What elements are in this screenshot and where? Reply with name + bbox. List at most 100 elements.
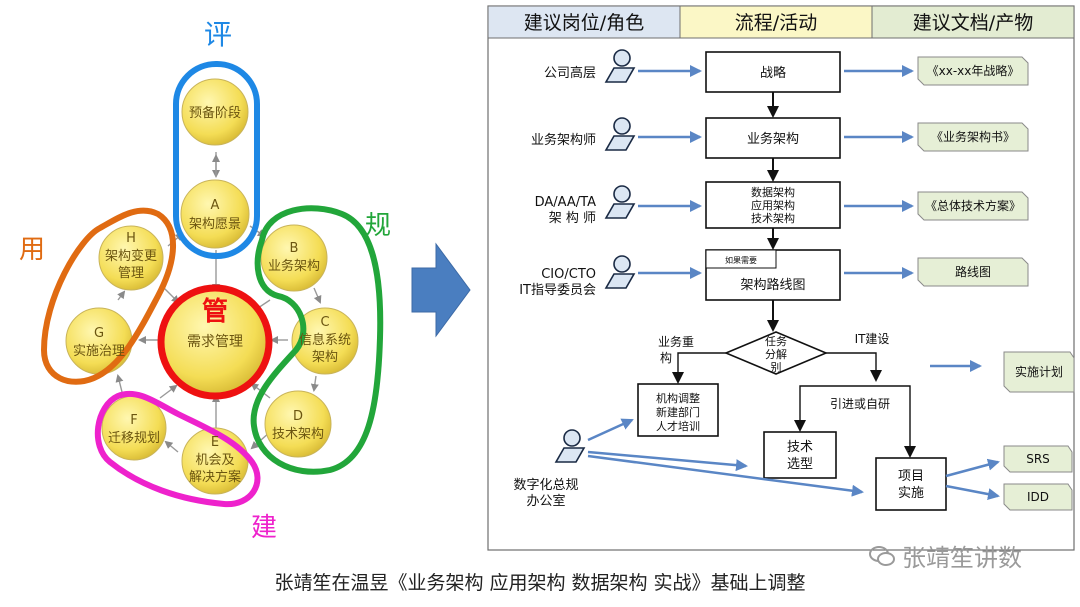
watermark: 张靖笙讲数 [868,538,1022,573]
doc-impl-plan-shape [1003,351,1075,393]
header-docs: 建议文档/产物 [913,12,1033,34]
phase-b-label: 业务架构 [268,258,320,274]
arrow-h-center [163,287,180,304]
header-docs-cell [871,5,1075,39]
tech-line2: 选型 [787,457,813,472]
person-icon [604,117,636,151]
arrow-f-g [115,374,124,393]
org-line3: 人才培训 [656,419,700,433]
process-app-arch: 应用架构 [751,198,795,212]
org-line1: 机构调整 [656,391,700,405]
process-arch-box [705,181,841,229]
project-arrow [876,385,916,458]
phase-e-label-line2: 解决方案 [189,469,241,485]
arrow-f-center [159,384,178,399]
phase-prelim-label: 预备阶段 [189,105,241,121]
process-strategy-box [705,51,841,93]
office-org-arrow [587,418,634,442]
phase-e-label-line1: 机会及 [195,453,234,468]
process-tech-box [763,431,837,479]
role-executives: 公司高层 [544,65,596,81]
role-da-aa-ta-line1: DA/AA/TA [535,195,597,210]
doc-idd: IDD [1027,490,1049,504]
phase-e-letter: E [211,435,219,450]
decision-line1: 任务 [765,335,787,348]
process-project-box [875,457,947,511]
branch-left-line2: 构 [660,350,672,365]
person-icon [604,49,636,83]
project-srs-arrow [945,458,1000,478]
process-strategy: 战略 [760,65,786,81]
use-loop [40,207,176,385]
doc-srs-shape [1003,445,1073,473]
phase-f-letter: F [130,413,137,428]
phase-d-circle [264,390,332,458]
arrow-e-f [164,440,179,453]
process-if-needed: 如果需要 [725,255,757,265]
header-roles-cell [487,5,681,39]
role-da-aa-ta-line2: 架 构 师 [549,211,596,226]
phase-h-label-line2: 管理 [118,266,144,281]
doc-business-shape [917,122,1029,152]
phase-h-circle [98,225,164,291]
phase-a-label: 架构愿景 [189,217,241,232]
flow-panel: 建议岗位/角色 流程/活动 建议文档/产物 公司高层 业务架构师 DA/AA/T… [487,5,1075,551]
role-digital-office-line1: 数字化总规 [513,478,578,493]
watermark-text: 张靖笙讲数 [902,544,1022,572]
role-cio-line2: IT指导委员会 [519,283,596,298]
plan-loop [250,205,384,475]
doc-tech-plan-shape [917,191,1029,221]
label-evaluate: 评 [204,18,232,51]
evaluate-loop [173,61,260,259]
doc-tech-plan: 《总体技术方案》 [925,198,1021,213]
person-icon [604,185,636,219]
phase-d-letter: D [293,409,303,424]
role-digital-office-line2: 办公室 [526,493,565,509]
office-tech-arrow [587,450,748,472]
intro-label: 引进或自研 [830,397,890,411]
person-icon [554,429,586,463]
process-business-arch: 业务架构 [747,131,799,147]
arrow-g-h [117,290,126,301]
roadmap-if-needed-tag [705,249,777,269]
wechat-icon [869,545,895,566]
header-process: 流程/活动 [735,12,817,34]
person-icon [604,255,636,289]
phase-b-circle [260,224,328,292]
branch-left-arrow [672,352,726,384]
project-idd-arrow [945,484,1000,501]
phase-d-label: 技术架构 [272,427,324,442]
phase-c-label-line2: 架构 [312,350,338,365]
doc-roadmap: 路线图 [955,264,991,279]
role-cio-line1: CIO/CTO [541,267,596,282]
header-process-cell [679,5,873,39]
transition-arrow [411,242,471,338]
phase-a-letter: A [211,198,220,213]
office-project-arrow [587,454,864,497]
doc-strategy-shape [917,56,1029,86]
decision-line2: 分解 [765,347,787,361]
tech-line1: 技术 [787,440,813,455]
phase-h-label-line1: 架构变更 [105,248,157,264]
adm-cycle: 评 规 用 建 预备阶段 A 架构愿景 B 业务架构 C 信息系统 架构 D 技… [19,18,391,543]
phase-prelim-circle [181,78,249,146]
arrow-b-c [313,287,322,304]
process-data-arch: 数据架构 [751,185,795,199]
build-loop [94,390,261,508]
center-label: 需求管理 [187,334,243,350]
intro-arrow [794,385,876,432]
phase-h-letter: H [126,231,136,246]
phase-g-circle [65,307,133,375]
label-build: 建 [251,513,277,543]
phase-g-label: 实施治理 [73,344,125,359]
branch-left-line1: 业务重 [658,334,694,349]
process-tech-arch: 技术架构 [751,211,795,225]
doc-business: 《业务架构书》 [931,129,1015,144]
phase-c-circle [291,307,359,375]
org-line2: 新建部门 [656,405,700,419]
figure-caption: 张靖笙在温昱《业务架构 应用架构 数据架构 实战》基础上调整 [274,572,806,594]
center-char: 管 [202,297,228,327]
project-line2: 实施 [898,486,924,501]
process-roadmap: 架构路线图 [740,277,805,293]
